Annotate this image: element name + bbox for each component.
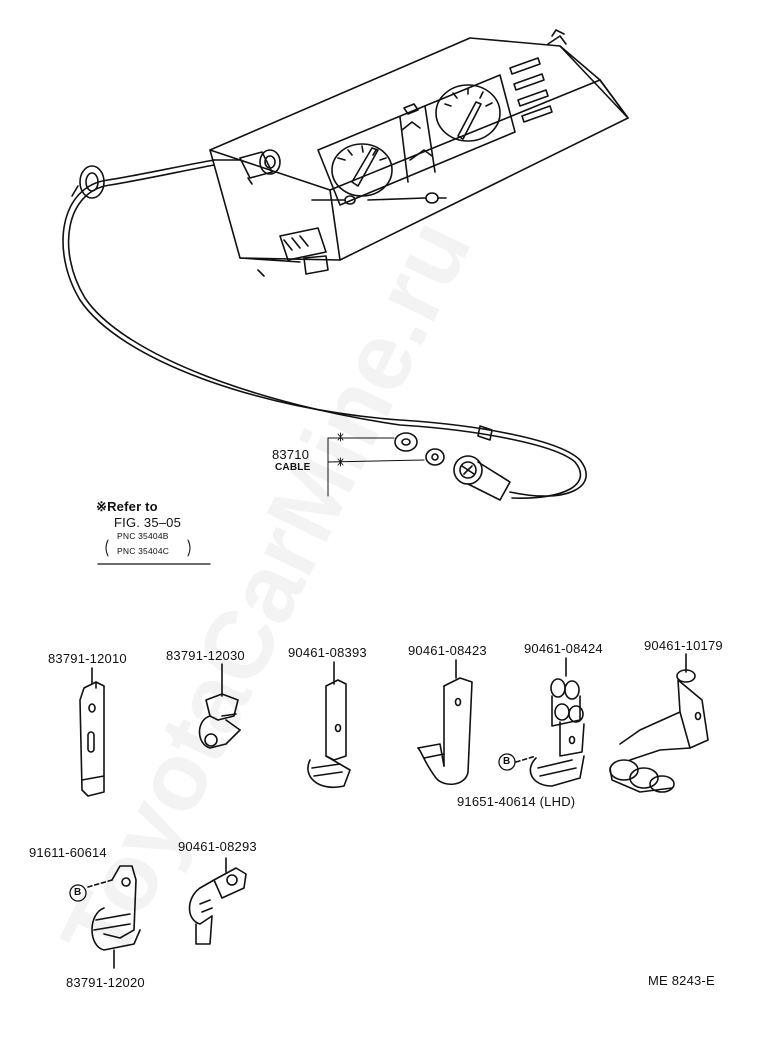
cable-name: CABLE: [275, 462, 311, 473]
part-label-83791-12030: 83791-12030: [166, 648, 245, 663]
part-label-90461-08393: 90461-08393: [288, 645, 367, 660]
part-label-90461-08293: 90461-08293: [178, 839, 257, 854]
part-label-90461-10179: 90461-10179: [644, 638, 723, 653]
bolt-marker-label: B: [503, 756, 511, 767]
bolt-marker-label: B: [74, 887, 82, 898]
speedometer-cable-illustration: [62, 149, 587, 501]
part-label-91651-40614: 91651-40614 (LHD): [457, 794, 576, 809]
reference-figure: FIG. 35–05: [114, 515, 182, 530]
clamp-83791-12020: [87, 865, 141, 969]
part-label-83791-12020: 83791-12020: [66, 975, 145, 990]
part-label-90461-08423: 90461-08423: [408, 643, 487, 658]
part-label-90461-08424: 90461-08424: [524, 641, 603, 656]
part-label-83791-12010: 83791-12010: [48, 651, 127, 666]
clamp-90461-08424: [515, 657, 585, 787]
cable-part-number: 83710: [272, 447, 310, 462]
reference-label: ※Refer to: [96, 499, 158, 514]
instrument-cluster-illustration: [209, 29, 629, 277]
reference-pnc-2: PNC 35404C: [117, 546, 170, 556]
part-label-91611-60614: 91611-60614: [29, 845, 107, 860]
clamp-90461-08423: [417, 659, 473, 785]
reference-pnc-1: PNC 35404B: [117, 531, 169, 541]
clamp-83791-12010: [79, 667, 105, 797]
diagram-code: ME 8243-E: [648, 973, 715, 988]
clamp-90461-08393: [307, 661, 351, 789]
clamp-83791-12030: [198, 663, 241, 749]
cable-leader-lines: [97, 432, 425, 565]
clamp-90461-10179: [609, 653, 709, 793]
clamp-90461-08293: [188, 857, 247, 945]
bolt-marker-graphics: [69, 753, 516, 902]
